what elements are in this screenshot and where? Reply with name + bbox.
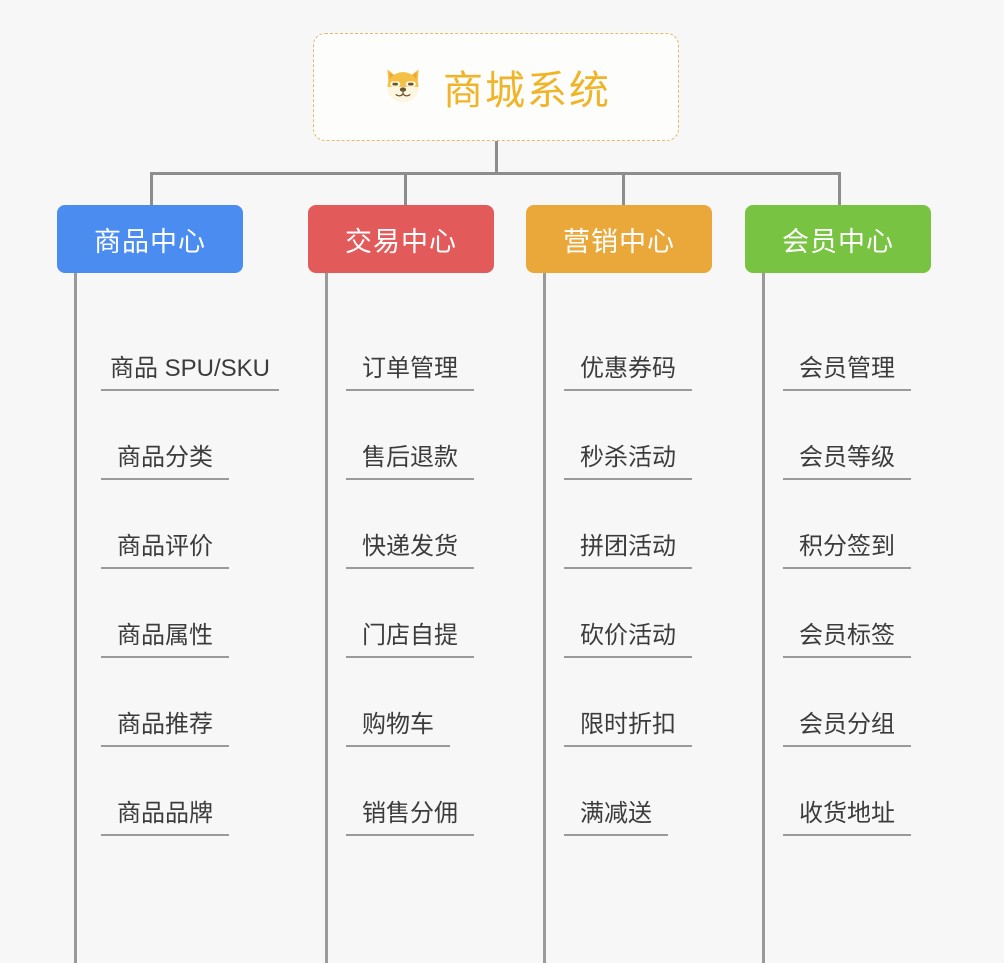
leaf-label: 优惠券码 <box>564 348 692 391</box>
leaf-label: 售后退款 <box>346 437 474 480</box>
leaf-list-3: 优惠券码 秒杀活动 拼团活动 砍价活动 限时折扣 满减送 <box>564 273 692 836</box>
leaf-label: 会员等级 <box>783 437 911 480</box>
leaf-label: 会员标签 <box>783 615 911 658</box>
leaf-item[interactable]: 购物车 <box>346 658 474 747</box>
leaf-item[interactable]: 会员标签 <box>783 569 911 658</box>
leaf-item[interactable]: 满减送 <box>564 747 692 836</box>
branch-header-label-1: 商品中心 <box>94 226 206 257</box>
leaf-item[interactable]: 商品 SPU/SKU <box>101 273 279 391</box>
branch-header-3[interactable]: 营销中心 <box>526 205 712 273</box>
leaf-item[interactable]: 会员等级 <box>783 391 911 480</box>
leaf-list-4: 会员管理 会员等级 积分签到 会员标签 会员分组 收货地址 <box>783 273 911 836</box>
branch-header-4[interactable]: 会员中心 <box>745 205 931 273</box>
leaf-item[interactable]: 会员管理 <box>783 273 911 391</box>
leaf-item[interactable]: 优惠券码 <box>564 273 692 391</box>
dog-face-icon <box>381 63 429 111</box>
leaf-item[interactable]: 订单管理 <box>346 273 474 391</box>
branch-header-1[interactable]: 商品中心 <box>57 205 243 273</box>
leaf-item[interactable]: 会员分组 <box>783 658 911 747</box>
branch-header-label-4: 会员中心 <box>782 226 894 257</box>
leaf-label: 商品评价 <box>101 526 229 569</box>
leaf-label: 秒杀活动 <box>564 437 692 480</box>
leaf-item[interactable]: 积分签到 <box>783 480 911 569</box>
connector-horizontal-bus <box>150 172 840 175</box>
leaf-label: 满减送 <box>564 793 668 836</box>
leaf-item[interactable]: 商品推荐 <box>101 658 279 747</box>
leaf-list-1: 商品 SPU/SKU 商品分类 商品评价 商品属性 商品推荐 商品品牌 <box>101 273 279 836</box>
leaf-label: 商品品牌 <box>101 793 229 836</box>
leaf-label: 会员分组 <box>783 704 911 747</box>
mindmap-canvas: 商城系统 商品中心 商品 SPU/SKU 商品分类 商品评价 商品属性 商品推荐… <box>57 33 931 963</box>
connector-drop-branch-3 <box>622 172 625 208</box>
leaf-item[interactable]: 限时折扣 <box>564 658 692 747</box>
leaf-item[interactable]: 秒杀活动 <box>564 391 692 480</box>
leaf-label: 商品 SPU/SKU <box>101 348 279 391</box>
leaf-label: 商品分类 <box>101 437 229 480</box>
leaf-item[interactable]: 销售分佣 <box>346 747 474 836</box>
branch-header-2[interactable]: 交易中心 <box>308 205 494 273</box>
leaf-item[interactable]: 商品属性 <box>101 569 279 658</box>
leaf-label: 砍价活动 <box>564 615 692 658</box>
leaf-label: 商品推荐 <box>101 704 229 747</box>
leaf-label: 购物车 <box>346 704 450 747</box>
branch-rail-4 <box>762 273 765 963</box>
leaf-list-2: 订单管理 售后退款 快递发货 门店自提 购物车 销售分佣 <box>346 273 474 836</box>
leaf-item[interactable]: 商品分类 <box>101 391 279 480</box>
leaf-label: 限时折扣 <box>564 704 692 747</box>
leaf-item[interactable]: 门店自提 <box>346 569 474 658</box>
root-node-label: 商城系统 <box>443 69 611 113</box>
leaf-label: 销售分佣 <box>346 793 474 836</box>
leaf-label: 快递发货 <box>346 526 474 569</box>
branch-header-label-2: 交易中心 <box>345 226 457 257</box>
leaf-label: 会员管理 <box>783 348 911 391</box>
branch-rail-3 <box>543 273 546 963</box>
leaf-label: 订单管理 <box>346 348 474 391</box>
connector-drop-branch-2 <box>404 172 407 208</box>
leaf-item[interactable]: 收货地址 <box>783 747 911 836</box>
leaf-item[interactable]: 砍价活动 <box>564 569 692 658</box>
leaf-item[interactable]: 拼团活动 <box>564 480 692 569</box>
root-node-mall-system[interactable]: 商城系统 <box>313 33 679 141</box>
leaf-label: 商品属性 <box>101 615 229 658</box>
connector-root-stem <box>495 141 498 175</box>
branch-rail-1 <box>74 273 77 963</box>
leaf-item[interactable]: 商品评价 <box>101 480 279 569</box>
leaf-item[interactable]: 快递发货 <box>346 480 474 569</box>
leaf-label: 拼团活动 <box>564 526 692 569</box>
leaf-item[interactable]: 商品品牌 <box>101 747 279 836</box>
connector-drop-branch-4 <box>838 172 841 208</box>
leaf-label: 积分签到 <box>783 526 911 569</box>
connector-drop-branch-1 <box>150 172 153 208</box>
leaf-label: 门店自提 <box>346 615 474 658</box>
leaf-item[interactable]: 售后退款 <box>346 391 474 480</box>
leaf-label: 收货地址 <box>783 793 911 836</box>
branch-rail-2 <box>325 273 328 963</box>
branch-header-label-3: 营销中心 <box>563 226 675 257</box>
